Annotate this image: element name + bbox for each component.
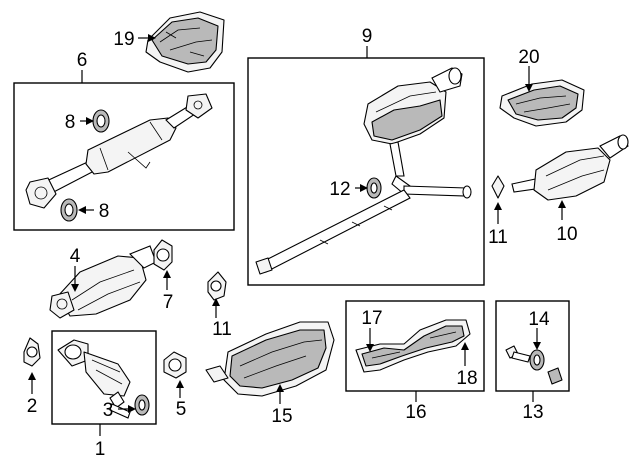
muffler-assembly-9 — [255, 67, 472, 275]
callout-11-left: 11 — [212, 319, 232, 340]
callout-18: 18 — [456, 368, 477, 389]
callout-8-bottom: 8 — [99, 201, 110, 222]
box-group-16 — [345, 300, 485, 392]
box-group-9 — [247, 57, 485, 286]
callout-10: 10 — [556, 224, 577, 245]
callout-4: 4 — [70, 246, 81, 267]
heat-shield-16 — [355, 319, 471, 373]
leader-arrows — [28, 34, 566, 413]
front-pipe-resonator-6 — [25, 93, 213, 209]
callout-17: 17 — [361, 308, 382, 329]
callout-20: 20 — [518, 47, 539, 68]
callout-16: 16 — [405, 402, 426, 423]
box-group-1 — [51, 330, 157, 425]
hanger-rubber-14 — [529, 349, 545, 371]
callout-2: 2 — [27, 396, 38, 417]
heat-shield-19 — [145, 11, 225, 73]
hanger-rubber-8-bottom — [60, 198, 78, 222]
bracket-13 — [547, 367, 563, 385]
callout-12: 12 — [329, 179, 350, 200]
manifold-converter-1 — [57, 339, 131, 419]
callout-5: 5 — [176, 399, 187, 420]
callout-3: 3 — [103, 400, 114, 421]
gasket-2 — [23, 337, 41, 367]
callout-14: 14 — [528, 309, 550, 330]
hanger-rubber-8-top — [92, 109, 110, 133]
callout-1: 1 — [95, 439, 106, 460]
hanger-rubber-3 — [134, 394, 150, 416]
callout-6: 6 — [77, 50, 88, 71]
bolt-13 — [505, 345, 531, 363]
gasket-11-right — [491, 175, 505, 199]
callout-15: 15 — [271, 406, 292, 427]
callout-11-right: 11 — [488, 227, 508, 248]
heat-shield-20 — [499, 79, 585, 127]
catalytic-converter-4 — [49, 245, 157, 319]
hanger-rubber-12 — [366, 177, 382, 199]
callout-8-top: 8 — [65, 112, 76, 133]
heat-shield-15 — [205, 321, 335, 397]
callout-7: 7 — [163, 292, 174, 313]
gasket-7 — [153, 239, 173, 271]
gasket-11-left — [207, 271, 227, 301]
callout-19: 19 — [113, 29, 134, 50]
catalytic-converter-10 — [511, 134, 629, 201]
gasket-5 — [163, 351, 187, 379]
box-group-6 — [13, 82, 235, 231]
callout-9: 9 — [362, 26, 373, 47]
callout-13: 13 — [522, 402, 543, 423]
